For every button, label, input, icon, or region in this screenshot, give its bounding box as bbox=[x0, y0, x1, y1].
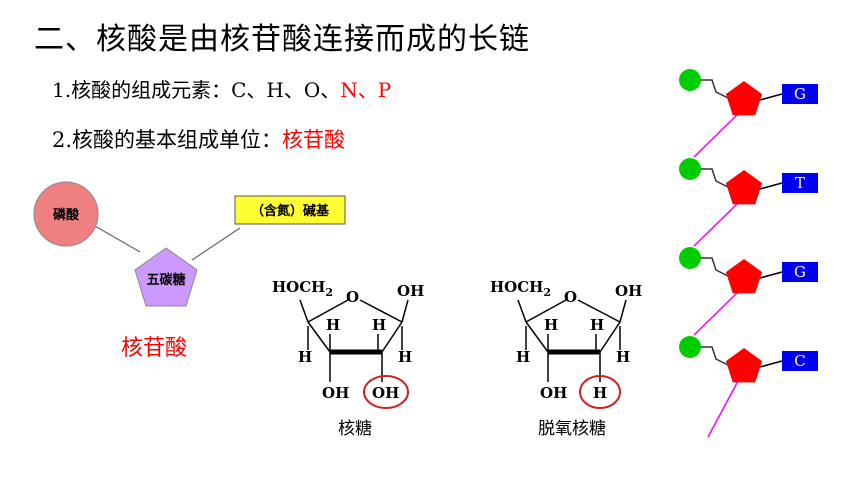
sugar-base-bond bbox=[759, 182, 783, 190]
ribose-sub2: 2 bbox=[325, 286, 333, 299]
backbone-line bbox=[693, 202, 739, 247]
ribose-oh-bottom-circled: OH bbox=[372, 384, 399, 402]
phosphate-circle bbox=[679, 336, 701, 358]
deoxyribose-oh-right: OH bbox=[615, 282, 642, 300]
phosphate-circle bbox=[679, 247, 701, 269]
phosphate-circle bbox=[33, 181, 99, 247]
ribose-hoch2: HOCH bbox=[272, 278, 325, 296]
page-title: 二、核酸是由核苷酸连接而成的长链 bbox=[34, 22, 530, 57]
ribose-oh-bottom-left: OH bbox=[322, 384, 349, 402]
elements-np: N、P bbox=[340, 78, 392, 102]
phosphate-circle bbox=[679, 69, 701, 91]
sugar-base-bond bbox=[191, 227, 241, 261]
sugar-pentagon bbox=[725, 81, 763, 116]
base-label: （含氮）碱基 bbox=[251, 203, 330, 219]
basic-unit-name: 核苷酸 bbox=[282, 128, 346, 152]
phosphate-sugar-bond bbox=[698, 257, 729, 277]
deoxyribose-h1: H bbox=[544, 316, 558, 334]
sugar-base-bond bbox=[759, 93, 783, 101]
sugar-base-bond bbox=[759, 271, 783, 279]
sugar-pentagon bbox=[725, 170, 763, 205]
nucleotide-caption: 核苷酸 bbox=[121, 336, 188, 361]
ribose-structure: HOCH2 OH O H H H H OH OH bbox=[272, 278, 424, 409]
phosphate-sugar-bond bbox=[698, 168, 729, 188]
sugar-pentagon bbox=[725, 259, 763, 294]
phosphate-label: 磷酸 bbox=[53, 207, 80, 223]
nucleotide-model: 磷酸 五碳糖 （含氮）碱基 bbox=[33, 181, 346, 307]
deoxyribose-h2: H bbox=[590, 316, 604, 334]
basic-unit-prefix: 2.核酸的基本组成单位： bbox=[52, 128, 283, 152]
ribose-caption: 核糖 bbox=[338, 419, 372, 439]
ribose-h1: H bbox=[326, 316, 340, 334]
phosphate-circle bbox=[679, 158, 701, 180]
ribose-oh-highlight-circle bbox=[363, 375, 409, 409]
phosphate-sugar-bond bbox=[698, 346, 729, 366]
elements-prefix: 1.核酸的组成元素： bbox=[52, 78, 232, 102]
deoxyribose-caption: 脱氧核糖 bbox=[538, 419, 606, 439]
deoxyribose-structure: HOCH2 OH O H H H H OH H bbox=[490, 278, 642, 409]
base-rect bbox=[234, 195, 346, 225]
backbone-line bbox=[707, 380, 739, 438]
backbone-line bbox=[693, 291, 739, 336]
pentose-pentagon bbox=[134, 247, 198, 307]
ribose-oh-right: OH bbox=[397, 282, 424, 300]
base-rect bbox=[782, 351, 818, 371]
phosphate-sugar-bond bbox=[94, 225, 141, 253]
basic-unit-line: 2.核酸的基本组成单位：核苷酸 bbox=[52, 124, 345, 154]
pentose-label: 五碳糖 bbox=[146, 272, 185, 288]
base-letter-c: C bbox=[794, 352, 805, 370]
deoxyribose-ring-o: O bbox=[564, 288, 577, 306]
polynucleotide-strand: G T G C bbox=[679, 69, 818, 438]
phosphate-sugar-bond bbox=[698, 79, 729, 99]
deoxyribose-h3: H bbox=[516, 348, 530, 366]
deoxyribose-oh-bottom-left: OH bbox=[540, 384, 567, 402]
ribose-h2: H bbox=[372, 316, 386, 334]
deoxyribose-h-highlight-circle bbox=[579, 375, 621, 409]
base-rect bbox=[782, 173, 818, 193]
base-rect bbox=[782, 262, 818, 282]
ribose-h3: H bbox=[298, 348, 312, 366]
svg-text:HOCH2: HOCH2 bbox=[490, 278, 551, 299]
ribose-h4: H bbox=[398, 348, 412, 366]
deoxyribose-hoch2: HOCH bbox=[490, 278, 543, 296]
elements-chon: C、H、O、 bbox=[231, 78, 341, 102]
deoxyribose-h-bottom-circled: H bbox=[593, 384, 607, 402]
base-letter-g: G bbox=[794, 85, 806, 103]
sugar-base-bond bbox=[759, 360, 783, 368]
elements-line: 1.核酸的组成元素：C、H、O、N、P bbox=[52, 74, 391, 103]
base-letter-g: G bbox=[794, 263, 806, 281]
sugar-pentagon bbox=[725, 348, 763, 383]
base-letter-t: T bbox=[795, 174, 805, 192]
deoxyribose-h4: H bbox=[616, 348, 630, 366]
deoxyribose-sub2: 2 bbox=[543, 286, 551, 299]
backbone-line bbox=[693, 113, 739, 158]
ribose-ring-o: O bbox=[346, 288, 359, 306]
base-rect bbox=[782, 84, 818, 104]
svg-text:HOCH2: HOCH2 bbox=[272, 278, 333, 299]
